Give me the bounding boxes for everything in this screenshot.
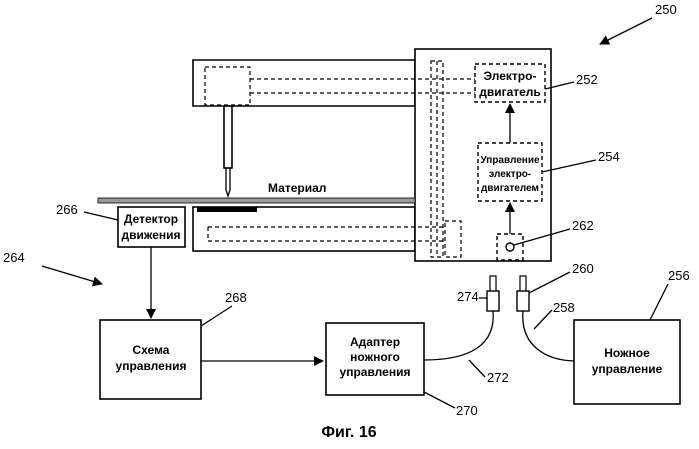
ref-270: 270 xyxy=(456,403,478,418)
plug-260-body xyxy=(517,291,529,311)
machine-base xyxy=(193,207,415,251)
foot-control-label-1: Ножное xyxy=(604,346,650,360)
leader-272 xyxy=(469,360,485,377)
ref-268: 268 xyxy=(225,290,247,305)
ref-260: 260 xyxy=(572,261,594,276)
control-circuit-block: Схема управления xyxy=(100,320,201,399)
leader-270 xyxy=(424,392,455,408)
leader-260 xyxy=(529,272,570,293)
plug-260 xyxy=(517,276,529,311)
leader-256 xyxy=(650,284,668,320)
ref-262: 262 xyxy=(572,218,594,233)
figure-caption: Фиг. 16 xyxy=(321,424,376,441)
ref-258: 258 xyxy=(553,300,575,315)
ref-266: 266 xyxy=(56,202,78,217)
plug-274 xyxy=(487,276,499,311)
sensor-icon xyxy=(506,243,514,251)
cable-258 xyxy=(523,311,574,361)
leader-264 xyxy=(42,266,102,284)
ref-274: 274 xyxy=(457,289,479,304)
motor-control-label-2: электро- xyxy=(489,169,532,180)
ref-250: 250 xyxy=(655,2,677,17)
motion-detector-block: Детектор движения xyxy=(118,207,185,247)
needle-bar xyxy=(224,106,232,168)
ref-272: 272 xyxy=(487,370,509,385)
motor-label-1: Электро- xyxy=(484,69,537,83)
plug-274-body xyxy=(487,291,499,311)
ref-264: 264 xyxy=(3,250,25,265)
adapter-block: Адаптер ножного управления xyxy=(326,323,424,395)
feed-dog xyxy=(197,207,257,212)
motor-block: Электро- двигатель xyxy=(475,64,545,102)
cable-272 xyxy=(424,311,493,360)
ref-252: 252 xyxy=(576,72,598,87)
motor-control-label-3: двигателем xyxy=(481,183,539,194)
ref-256: 256 xyxy=(668,268,690,283)
motor-control-label-1: Управление xyxy=(480,155,540,166)
material-label: Материал xyxy=(268,181,326,195)
leader-266 xyxy=(84,212,118,220)
foot-control-block: Ножное управление xyxy=(574,320,680,404)
foot-control-label-2: управление xyxy=(592,362,663,376)
material-sheet xyxy=(98,198,415,203)
motion-detector-label-2: движения xyxy=(121,228,180,242)
leader-258 xyxy=(534,310,552,329)
motor-label-2: двигатель xyxy=(479,85,541,99)
sensor-block xyxy=(497,234,523,260)
adapter-label-2: ножного xyxy=(350,350,400,364)
leader-250 xyxy=(600,18,652,44)
motion-detector-label-1: Детектор xyxy=(124,212,178,226)
control-circuit-label-1: Схема xyxy=(133,343,170,357)
adapter-label-3: управления xyxy=(340,365,411,379)
plug-274-pin xyxy=(490,276,496,292)
leader-268 xyxy=(201,306,232,326)
control-circuit-label-2: управления xyxy=(116,359,187,373)
plug-260-pin xyxy=(520,276,526,292)
adapter-label-1: Адаптер xyxy=(350,335,400,349)
ref-254: 254 xyxy=(598,149,620,164)
motor-control-block: Управление электро- двигателем xyxy=(478,143,542,201)
needle xyxy=(226,168,230,196)
